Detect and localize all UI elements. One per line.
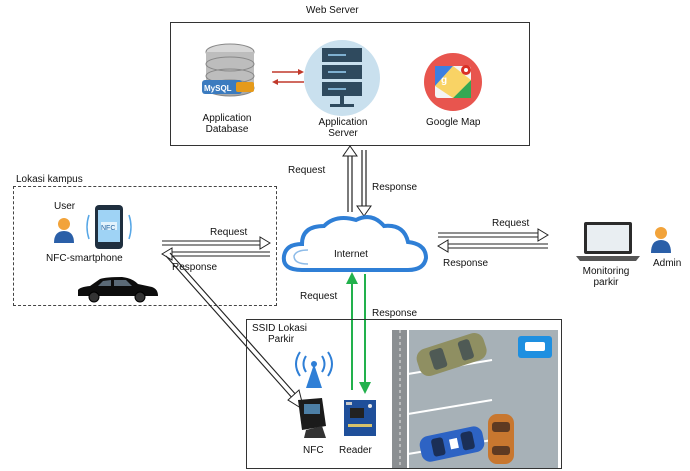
db-server-arrows <box>272 69 304 85</box>
monitor-request-label: Request <box>492 218 530 229</box>
server-internet-arrows <box>342 145 372 217</box>
user-label: User <box>54 201 76 212</box>
google-map-label: Google Map <box>426 117 481 128</box>
campus-response-label: Response <box>172 262 218 273</box>
server-response-label: Response <box>372 182 418 193</box>
admin-label: Admin <box>653 258 682 269</box>
monitor-response-label: Response <box>443 258 489 269</box>
web-server-title: Web Server <box>306 5 359 16</box>
app-database-label-2: Database <box>205 124 249 135</box>
car-icon <box>78 277 158 303</box>
wifi-antenna-icon <box>295 351 333 388</box>
app-server-label-2: Server <box>328 128 358 139</box>
nfc-tag-label: NFC <box>101 225 116 232</box>
internet-label: Internet <box>334 249 368 260</box>
reader-board-icon <box>344 400 376 436</box>
svg-text:g: g <box>441 75 447 86</box>
mysql-badge: MySQL <box>204 84 232 93</box>
nfc-smartphone-label: NFC-smartphone <box>46 253 123 264</box>
parking-title-1: SSID Lokasi <box>252 323 308 334</box>
admin-icon <box>651 227 671 253</box>
internet-cloud-icon <box>281 215 429 272</box>
monitoring-internet-arrows <box>437 228 549 253</box>
parking-request-label: Request <box>300 291 338 302</box>
campus-request-label: Request <box>210 227 248 238</box>
parking-internet-arrows <box>346 272 371 394</box>
campus-box <box>13 186 277 306</box>
parking-lot-illustration <box>392 330 558 468</box>
campus-internet-arrows <box>161 236 271 261</box>
user-icon <box>54 218 74 243</box>
monitoring-label-2: parkir <box>593 277 619 288</box>
parking-box <box>246 319 562 469</box>
campus-title: Lokasi kampus <box>16 174 83 185</box>
parking-title-2: Parkir <box>268 334 295 345</box>
reader-label: Reader <box>339 445 372 456</box>
google-map-icon: g <box>424 53 482 111</box>
nfc-reader-device-icon <box>298 398 326 438</box>
database-icon <box>202 43 255 97</box>
parking-response-label: Response <box>372 308 418 319</box>
laptop-icon <box>576 222 640 261</box>
app-database-label-1: Application <box>202 113 252 124</box>
nfc-label: NFC <box>303 445 324 456</box>
monitoring-label-1: Monitoring <box>582 266 630 277</box>
smartphone-icon <box>86 205 132 249</box>
app-server-label-1: Application <box>318 117 368 128</box>
server-request-label: Request <box>288 165 326 176</box>
server-icon <box>304 40 380 116</box>
